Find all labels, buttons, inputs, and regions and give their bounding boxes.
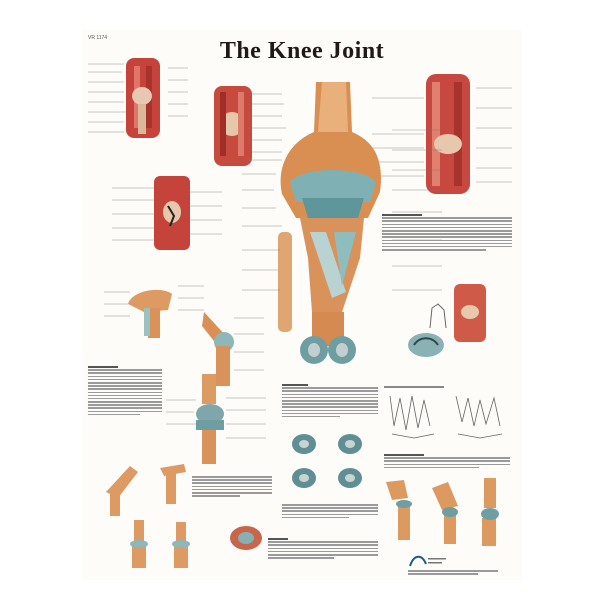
muscle-figure-anterior bbox=[126, 58, 160, 138]
text-block-left bbox=[88, 366, 162, 417]
muscle-figure-small bbox=[454, 284, 486, 342]
bone-figures-bottom-left bbox=[106, 464, 190, 568]
meniscus-detail bbox=[408, 333, 444, 357]
figure-labels-5 bbox=[104, 285, 264, 371]
bone-sketch-small bbox=[429, 303, 447, 329]
bone-figure-lateral bbox=[128, 289, 172, 338]
knee-cross-section bbox=[230, 526, 262, 550]
radiograph-diagrams bbox=[384, 386, 503, 439]
central-labels bbox=[242, 129, 442, 291]
text-block-footer bbox=[268, 538, 378, 560]
text-block-bottom-center bbox=[282, 504, 378, 520]
publisher-logo bbox=[409, 555, 446, 567]
central-knee-joint bbox=[278, 82, 381, 346]
muscle-figure-posterior bbox=[426, 74, 470, 194]
figure-labels-4 bbox=[112, 187, 222, 241]
ligament-figure bbox=[196, 374, 224, 464]
poster-code: VR 1174 bbox=[88, 35, 108, 41]
figure-labels-6 bbox=[166, 397, 266, 439]
text-block-center bbox=[282, 384, 378, 419]
anatomy-poster: VR 1174 The Knee Joint bbox=[82, 30, 522, 580]
text-block-bottom-left bbox=[192, 476, 272, 498]
bone-figure-flexed bbox=[202, 312, 234, 386]
meniscus-top-view bbox=[300, 336, 356, 364]
bone-figures-bottom-right bbox=[386, 478, 499, 546]
muscle-figure-lateral bbox=[154, 176, 190, 250]
figure-labels-2 bbox=[252, 93, 286, 153]
text-block-right bbox=[382, 214, 512, 252]
publisher-info bbox=[408, 570, 508, 576]
figure-labels-1 bbox=[88, 63, 188, 133]
poster-title: The Knee Joint bbox=[219, 38, 385, 64]
muscle-figure-medial bbox=[214, 86, 252, 166]
meniscus-variants bbox=[292, 434, 362, 488]
text-block-right-2 bbox=[384, 454, 510, 470]
